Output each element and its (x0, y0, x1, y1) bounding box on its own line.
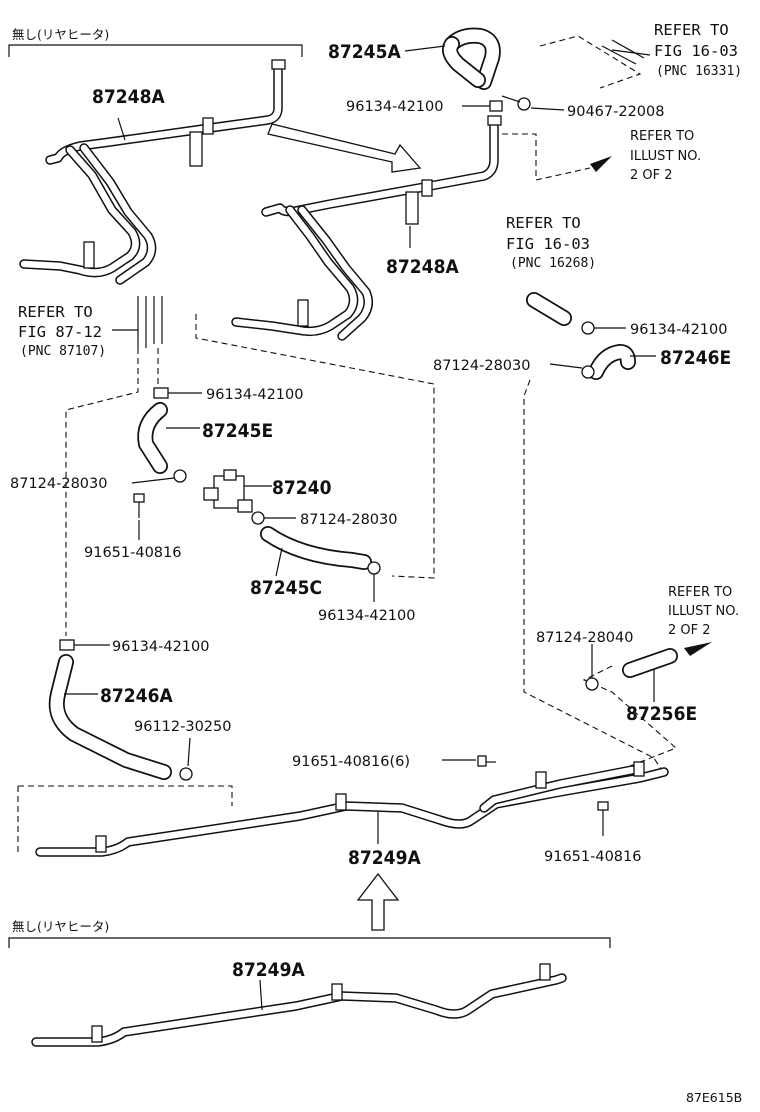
label-96134-b: 96134-42100 (630, 322, 728, 338)
clamp-87124-right[interactable]: 87124-28030 (433, 358, 595, 379)
label-87256E: 87256E (626, 703, 697, 725)
hose-87245A[interactable]: 87245A (328, 27, 501, 90)
ref-fig-16-03-a[interactable]: REFER TO FIG 16-03 (PNC 16331) (539, 21, 742, 89)
label-96134-a: 96134-42100 (346, 99, 444, 115)
pipe-87249A-middle[interactable]: 87249A (35, 761, 669, 869)
variant-label-bottom: 無し(リヤヒータ) (12, 919, 109, 934)
label-91651-c: 91651-40816 (544, 849, 642, 865)
label-87249A-mid: 87249A (348, 847, 421, 869)
hose-87245E[interactable]: 87245E (137, 402, 273, 474)
ref-illust-a[interactable]: REFER TO ILLUST NO. 2 OF 2 (502, 129, 701, 183)
clamp-87124-valve[interactable]: 87124-28030 (251, 511, 398, 528)
ref-illust-b-line3: 2 OF 2 (668, 623, 711, 638)
clamp-96134-left[interactable]: 96134-42100 (59, 639, 210, 655)
label-90467: 90467-22008 (567, 104, 665, 120)
clamp-96134-lower[interactable]: 96134-42100 (318, 561, 416, 624)
label-87246E: 87246E (660, 347, 731, 369)
label-91651-a: 91651-40816 (84, 545, 182, 561)
label-87240: 87240 (272, 477, 332, 499)
arrow-direction-icon (267, 123, 422, 173)
ref-16331-line3: (PNC 16331) (656, 64, 742, 79)
ref-illust-a-line1: REFER TO (630, 129, 694, 144)
label-87246A: 87246A (100, 685, 173, 707)
ref-16268-line1: REFER TO (506, 214, 581, 232)
label-87245E: 87245E (202, 420, 273, 442)
label-87124-a: 87124-28030 (10, 476, 108, 492)
pipe-87249A-bottom[interactable]: 87249A (31, 959, 567, 1047)
hose-87246A[interactable]: 87246A (48, 654, 174, 780)
label-87248A-mid: 87248A (386, 256, 459, 278)
clip-90467[interactable]: 90467-22008 (501, 95, 665, 120)
pipe-87248A-upper[interactable]: 87248A (19, 59, 286, 285)
label-87245A: 87245A (328, 41, 401, 63)
label-87245C: 87245C (250, 577, 322, 599)
label-87124-b: 87124-28030 (300, 512, 398, 528)
label-96134-e: 96134-42100 (112, 639, 210, 655)
label-91651-b: 91651-40816(6) (292, 754, 410, 770)
ref-illust-a-line3: 2 OF 2 (630, 168, 673, 183)
ref-16268-line2: FIG 16-03 (506, 235, 590, 253)
hose-87246E[interactable]: 87246E (588, 344, 731, 380)
ref-fig-16-03-b[interactable]: REFER TO FIG 16-03 (PNC 16268) (506, 214, 596, 326)
label-87248A-top: 87248A (92, 86, 165, 108)
bolt-91651-c[interactable]: 91651-40816 (544, 801, 642, 865)
ref-16268-line3: (PNC 16268) (510, 256, 596, 271)
label-96112: 96112-30250 (134, 719, 232, 735)
arrow-up-icon (356, 872, 400, 931)
clamp-96134-upper[interactable]: 96134-42100 (153, 387, 304, 403)
ref-87107-line3: (PNC 87107) (20, 344, 106, 359)
hose-87245C[interactable]: 87245C (250, 526, 372, 599)
ref-fig-87-12[interactable]: REFER TO FIG 87-12 (PNC 87107) (18, 296, 163, 359)
ref-16331-line1: REFER TO (654, 21, 729, 39)
clamp-87124-28040[interactable]: 87124-28040 (536, 630, 634, 691)
variant-bracket-top: 無し(リヤヒータ) (8, 27, 303, 57)
valve-87240[interactable]: 87240 (203, 469, 332, 513)
ref-illust-a-line2: ILLUST NO. (630, 149, 701, 164)
bolt-91651-b[interactable]: 91651-40816(6) (292, 754, 496, 770)
label-96134-c: 96134-42100 (206, 387, 304, 403)
bolt-91651-a[interactable]: 91651-40816 (84, 493, 182, 561)
pipe-87248A-middle[interactable]: 87248A (231, 115, 502, 341)
ref-illust-b[interactable]: REFER TO ILLUST NO. 2 OF 2 (668, 585, 739, 656)
ref-87107-line2: FIG 87-12 (18, 323, 102, 341)
ref-illust-b-line1: REFER TO (668, 585, 732, 600)
clamp-96134-right[interactable]: 96134-42100 (581, 321, 728, 338)
clamp-87124-left[interactable]: 87124-28030 (10, 469, 187, 492)
clamp-96134-top[interactable]: 96134-42100 (346, 99, 503, 115)
ref-illust-b-line2: ILLUST NO. (668, 604, 739, 619)
label-87124-d: 87124-28040 (536, 630, 634, 646)
label-87249A-bottom: 87249A (232, 959, 305, 981)
clamp-96112[interactable]: 96112-30250 (134, 719, 232, 781)
ref-16331-line2: FIG 16-03 (654, 42, 738, 60)
hose-87256E[interactable]: 87256E (622, 648, 697, 725)
ref-87107-line1: REFER TO (18, 303, 93, 321)
label-87124-c: 87124-28030 (433, 358, 531, 374)
label-96134-d: 96134-42100 (318, 608, 416, 624)
variant-bracket-bottom: 無し(リヤヒータ) (8, 919, 611, 948)
variant-label-top: 無し(リヤヒータ) (12, 27, 109, 42)
diagram-code: 87E615B (686, 1090, 742, 1105)
